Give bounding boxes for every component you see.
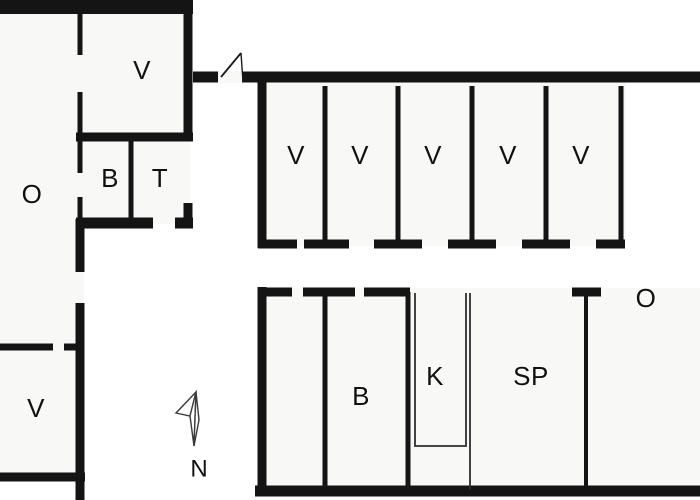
north-arrow: N — [174, 389, 208, 482]
entry-door[interactable] — [218, 52, 244, 83]
door-leaf-line — [220, 52, 242, 78]
room-label-v-top: V — [133, 55, 151, 85]
room-label-sp-bottom: SP — [513, 361, 549, 391]
room-label-v-4: V — [499, 140, 517, 170]
room-label-v-2: V — [351, 140, 369, 170]
k-trough-outline — [414, 293, 467, 447]
compass-needle-right — [193, 391, 200, 447]
fill-left-lower — [0, 222, 84, 480]
door-jamb-line — [240, 52, 244, 83]
room-label-o-right: O — [636, 283, 657, 313]
fill-bottom-block — [258, 288, 700, 494]
compass-north-label: N — [190, 455, 207, 482]
fill-left-block — [0, 8, 190, 224]
room-label-o-left: O — [22, 179, 43, 209]
left-block-walls — [0, 0, 193, 229]
room-label-b-left: B — [101, 163, 119, 193]
room-label-k-bottom: K — [426, 361, 444, 391]
room-label-v-5: V — [572, 140, 590, 170]
right-upper-walls — [193, 71, 700, 249]
room-labels: O V B T V V V V V V B K SP O — [22, 55, 657, 423]
room-label-v-1: V — [287, 140, 305, 170]
room-label-t-left: T — [152, 163, 168, 193]
left-lower-walls — [0, 219, 85, 500]
interior-fills — [0, 8, 700, 494]
bottom-block-walls — [255, 287, 700, 497]
room-label-b-bottom: B — [352, 381, 370, 411]
room-label-v-bottomleft: V — [27, 393, 45, 423]
fill-right-upper-block — [260, 78, 626, 246]
kitchen-thin-outline — [414, 293, 471, 490]
room-label-v-3: V — [424, 140, 442, 170]
